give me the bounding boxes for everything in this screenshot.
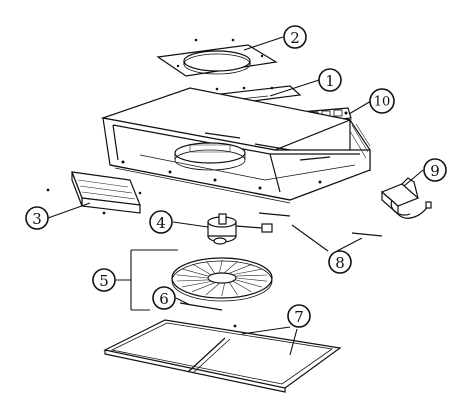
fan-blade	[233, 268, 263, 275]
svg-text:6: 6	[159, 290, 169, 308]
fan-blade	[236, 277, 268, 282]
svg-text:1: 1	[325, 72, 335, 90]
screw-part	[179, 302, 223, 311]
duct-collar-part	[156, 38, 278, 77]
leader-9	[403, 169, 424, 187]
fan-blade	[221, 283, 225, 297]
fan-blade	[176, 279, 208, 282]
light-housing-part	[46, 171, 142, 215]
callout-2: 2	[283, 25, 307, 49]
svg-text:3: 3	[32, 210, 42, 228]
fan-blade	[176, 274, 208, 279]
screw-bracket-part	[258, 212, 383, 237]
callout-5: 5	[92, 268, 116, 292]
leader-1	[269, 79, 320, 97]
svg-text:7: 7	[294, 308, 304, 326]
fan-blade	[219, 259, 223, 273]
fan-blade	[229, 264, 252, 274]
fan-blade	[182, 268, 208, 277]
motor-part	[207, 213, 273, 245]
electrical-box-part	[380, 177, 432, 219]
leader-3	[47, 202, 91, 219]
callout-8: 8	[328, 250, 352, 274]
fan-blade	[192, 263, 211, 275]
leader-4	[172, 221, 209, 228]
leader-5	[116, 249, 178, 311]
leader-6	[175, 297, 191, 306]
fan-blade	[229, 282, 238, 296]
callout-10: 10	[369, 88, 395, 114]
callout-3: 3	[25, 206, 49, 230]
leader-2	[243, 36, 284, 51]
svg-text:5: 5	[99, 272, 109, 290]
svg-text:2: 2	[290, 29, 300, 47]
svg-text:4: 4	[156, 214, 166, 232]
range-hood-body	[100, 87, 371, 204]
callout-4: 4	[149, 210, 173, 234]
leader-8	[291, 224, 363, 252]
svg-text:10: 10	[374, 95, 391, 110]
fan-blade	[233, 281, 252, 293]
callout-1: 1	[318, 68, 342, 92]
fan-blade-part	[171, 257, 273, 302]
grease-filter-part	[103, 319, 342, 393]
callout-9: 9	[423, 158, 447, 182]
svg-text:8: 8	[335, 254, 345, 272]
svg-text:9: 9	[430, 162, 440, 180]
leader-7	[241, 326, 298, 356]
fan-blade	[206, 260, 215, 274]
callout-6: 6	[152, 286, 176, 310]
fan-blade	[236, 274, 268, 277]
leader-lines	[47, 36, 424, 356]
callout-7: 7	[287, 304, 311, 328]
fan-blade	[181, 281, 211, 288]
fan-blade	[192, 282, 215, 292]
fan-blade	[236, 279, 262, 288]
fan-blade	[224, 260, 239, 273]
leader-10	[348, 100, 372, 115]
fan-blade	[205, 283, 220, 296]
